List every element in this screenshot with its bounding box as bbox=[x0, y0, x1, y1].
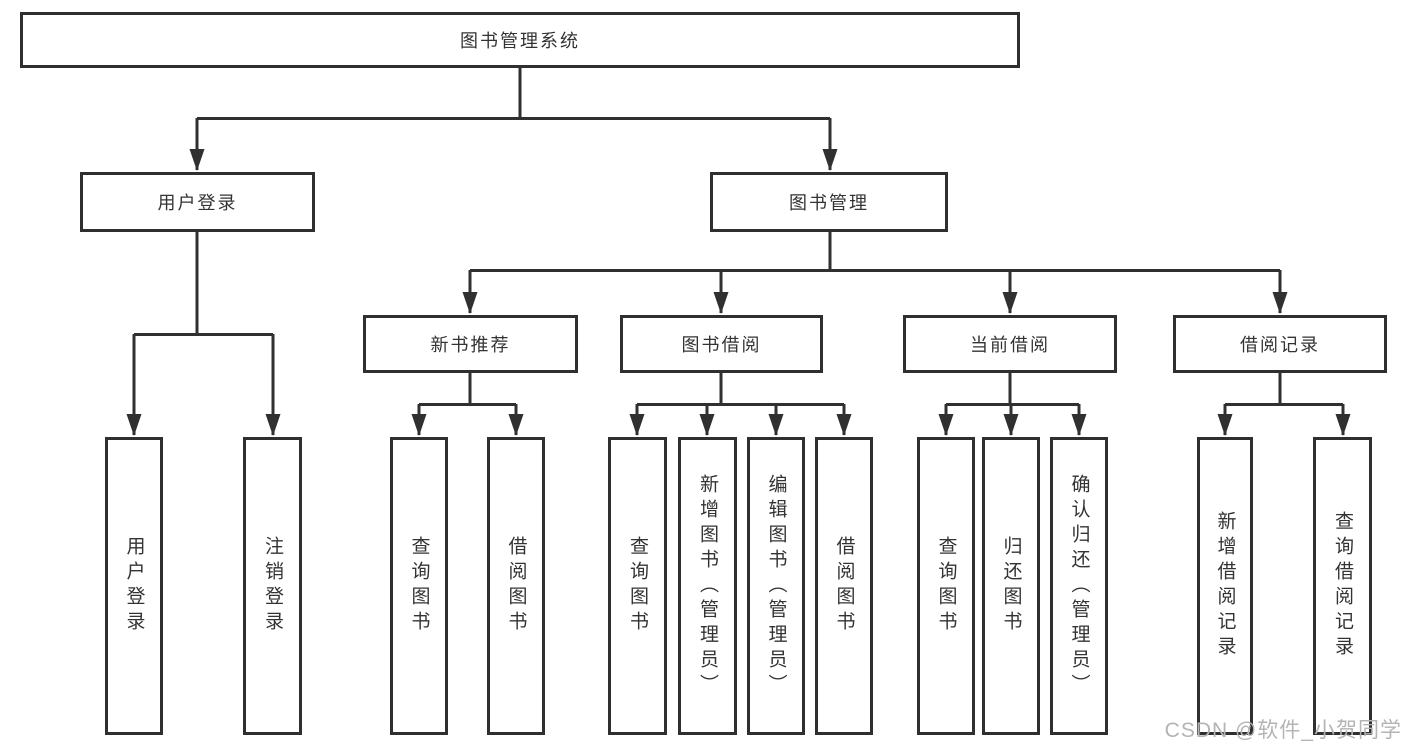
node-user-login-group: 用户登录 bbox=[80, 172, 315, 232]
node-book-management: 图书管理 bbox=[710, 172, 948, 232]
node-book-borrowing: 图书借阅 bbox=[620, 315, 823, 373]
node-label: 借阅图书 bbox=[505, 536, 527, 636]
node-label: 当前借阅 bbox=[970, 335, 1050, 355]
node-nbr-borrow-books: 借阅图书 bbox=[487, 437, 545, 735]
node-bb-borrow-books: 借阅图书 bbox=[815, 437, 873, 735]
node-label: 图书管理系统 bbox=[460, 31, 580, 51]
node-label: 图书借阅 bbox=[681, 335, 762, 355]
node-label: 归还图书 bbox=[1000, 536, 1022, 636]
node-nbr-query-books: 查询图书 bbox=[390, 437, 448, 735]
node-label: 图书管理 bbox=[789, 193, 869, 213]
node-current-borrowing: 当前借阅 bbox=[903, 315, 1117, 373]
node-label: 借阅图书 bbox=[833, 536, 855, 636]
node-label: 用户登录 bbox=[123, 536, 145, 636]
node-borrow-records: 借阅记录 bbox=[1173, 315, 1387, 373]
node-label: 注销登录 bbox=[262, 536, 283, 636]
node-label: 查询图书 bbox=[935, 536, 957, 636]
node-cb-confirm-return-admin: 确认归还（管理员） bbox=[1050, 437, 1108, 735]
node-br-query-record: 查询借阅记录 bbox=[1313, 437, 1372, 735]
node-label: 新增借阅记录 bbox=[1214, 511, 1236, 661]
node-label: 查询图书 bbox=[627, 536, 648, 636]
node-label: 编辑图书（管理员） bbox=[765, 473, 787, 699]
node-label: 新增图书（管理员） bbox=[697, 473, 718, 699]
node-br-add-record: 新增借阅记录 bbox=[1197, 437, 1253, 735]
node-bb-add-books-admin: 新增图书（管理员） bbox=[678, 437, 737, 735]
node-label: 借阅记录 bbox=[1240, 335, 1320, 355]
csdn-watermark: CSDN @软件_小贺同学 bbox=[1164, 719, 1402, 742]
node-label: 用户登录 bbox=[157, 193, 238, 213]
node-logout-login: 注销登录 bbox=[243, 437, 302, 735]
node-system-root: 图书管理系统 bbox=[20, 12, 1020, 68]
node-cb-return-books: 归还图书 bbox=[982, 437, 1040, 735]
node-label: 查询图书 bbox=[408, 536, 430, 636]
node-new-book-recommend: 新书推荐 bbox=[363, 315, 578, 373]
node-label: 确认归还（管理员） bbox=[1068, 473, 1090, 699]
node-label: 查询借阅记录 bbox=[1332, 511, 1353, 661]
node-user-login: 用户登录 bbox=[105, 437, 163, 735]
node-bb-edit-books-admin: 编辑图书（管理员） bbox=[747, 437, 805, 735]
node-bb-query-books: 查询图书 bbox=[608, 437, 667, 735]
node-label: 新书推荐 bbox=[430, 335, 511, 355]
node-cb-query-books: 查询图书 bbox=[917, 437, 975, 735]
